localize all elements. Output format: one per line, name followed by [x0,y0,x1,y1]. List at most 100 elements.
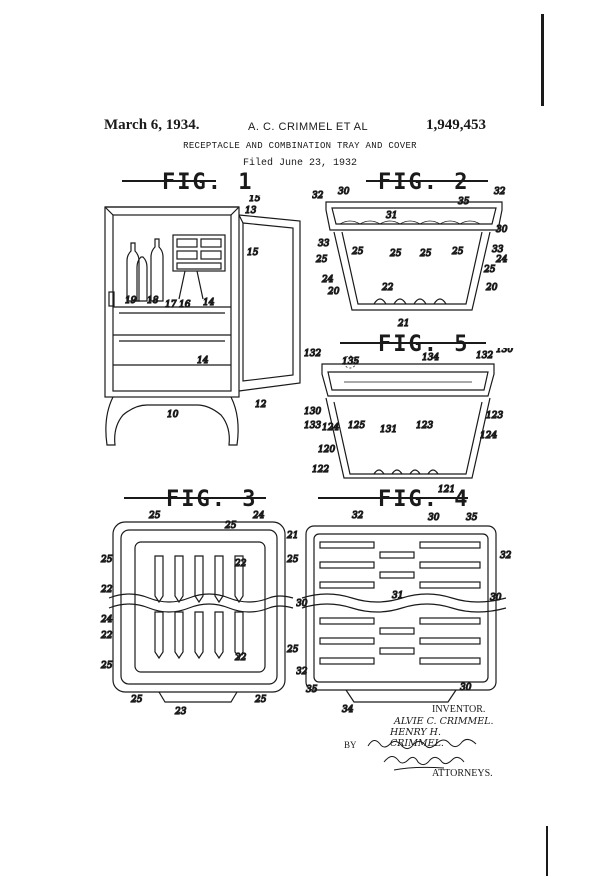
fig2-label: FIG. 2 [378,170,470,195]
svg-text:25: 25 [148,511,161,521]
svg-text:25: 25 [286,645,299,655]
svg-text:25: 25 [419,249,432,259]
svg-text:30: 30 [338,187,350,197]
svg-text:35: 35 [466,513,478,523]
fig5-underline [340,342,486,344]
svg-text:30: 30 [460,683,472,693]
fig2-underline [366,180,488,182]
svg-text:20: 20 [485,283,498,293]
svg-text:25: 25 [254,695,267,705]
svg-text:21: 21 [286,531,298,541]
patent-number: 1,949,453 [426,117,486,133]
svg-text:25: 25 [286,555,299,565]
inventor-name-2: HENRY H. CRIMMEL. [390,727,444,749]
svg-text:35: 35 [458,197,470,207]
fig1-label: FIG. 1 [162,170,254,195]
inventor-name-1: ALVIE C. CRIMMEL. [394,716,494,727]
svg-text:16: 16 [179,300,191,310]
svg-text:133: 133 [304,421,321,431]
svg-text:130: 130 [304,407,321,417]
by-label: BY [344,740,357,750]
svg-text:30: 30 [428,513,440,523]
svg-text:132: 132 [304,349,321,359]
svg-text:30: 30 [296,599,308,609]
svg-text:33: 33 [318,239,330,249]
svg-text:18: 18 [147,296,159,306]
svg-text:131: 131 [380,425,397,435]
svg-text:25: 25 [100,661,113,671]
svg-text:14: 14 [203,298,215,308]
svg-text:32: 32 [296,667,308,677]
svg-text:134: 134 [422,353,439,363]
svg-text:24: 24 [252,511,265,521]
svg-text:125: 125 [348,421,365,431]
svg-text:24: 24 [321,275,334,285]
svg-text:19: 19 [125,296,137,306]
fig4-drawing: 32 30 35 32 30 31 30 32 35 30 34 [296,510,512,715]
svg-text:25: 25 [224,521,237,531]
filed-date: Filed June 23, 1932 [242,158,358,169]
svg-text:25: 25 [389,249,402,259]
svg-text:25: 25 [100,555,113,565]
fig3-label: FIG. 3 [166,487,258,512]
svg-text:21: 21 [397,319,409,329]
svg-text:20: 20 [327,287,340,297]
svg-text:32: 32 [312,191,324,201]
svg-text:32: 32 [352,511,364,521]
attorneys-label: ATTORNEYS. [432,768,493,779]
svg-text:30: 30 [490,593,502,603]
svg-text:25: 25 [130,695,143,705]
svg-text:122: 122 [312,465,329,475]
fig3-drawing: 25 25 24 21 25 25 22 22 24 22 22 25 25 25 23 25 [99,510,299,716]
svg-text:17: 17 [165,300,177,310]
svg-text:132: 132 [476,351,493,361]
patent-title: RECEPTACLE AND COMBINATION TRAY AND COVE… [183,141,417,151]
svg-text:25: 25 [451,247,464,257]
svg-text:10: 10 [167,410,179,420]
svg-text:123: 123 [416,421,433,431]
svg-text:25: 25 [483,265,496,275]
svg-text:32: 32 [500,551,512,561]
fig5-label: FIG. 5 [378,332,470,357]
patent-inventors: A. C. CRIMMEL ET AL [248,121,369,133]
svg-text:34: 34 [342,705,354,715]
fig4-underline [318,497,468,499]
svg-text:123: 123 [486,411,503,421]
svg-text:35: 35 [306,685,318,695]
svg-text:24: 24 [100,615,113,625]
svg-text:22: 22 [381,283,394,293]
svg-text:24: 24 [495,255,508,265]
patent-date: March 6, 1934. [104,117,200,133]
svg-text:32: 32 [494,187,506,197]
svg-text:121: 121 [438,485,455,495]
svg-text:14: 14 [197,356,209,366]
svg-text:15: 15 [249,195,261,204]
svg-text:124: 124 [322,423,339,433]
svg-text:130: 130 [496,348,513,355]
svg-text:23: 23 [174,707,187,716]
svg-text:13: 13 [245,206,257,216]
svg-text:22: 22 [234,559,247,569]
svg-text:31: 31 [386,211,397,221]
attorney-signature [367,738,477,771]
fig3-underline [124,497,266,499]
margin-rule-bottom [546,826,548,876]
margin-rule-top [541,14,544,106]
svg-text:22: 22 [100,585,113,595]
svg-text:22: 22 [100,631,113,641]
svg-text:25: 25 [351,247,364,257]
svg-text:120: 120 [318,445,335,455]
fig1-drawing: 15 13 15 19 18 17 16 14 14 10 12 [104,195,301,446]
svg-text:31: 31 [392,591,403,601]
svg-text:12: 12 [255,400,267,410]
inventor-heading: INVENTOR. [432,704,486,715]
fig4-label: FIG. 4 [378,487,470,512]
svg-text:22: 22 [234,653,247,663]
svg-text:25: 25 [315,255,328,265]
svg-text:135: 135 [342,357,359,367]
svg-text:30: 30 [496,225,508,235]
svg-text:15: 15 [247,248,259,258]
